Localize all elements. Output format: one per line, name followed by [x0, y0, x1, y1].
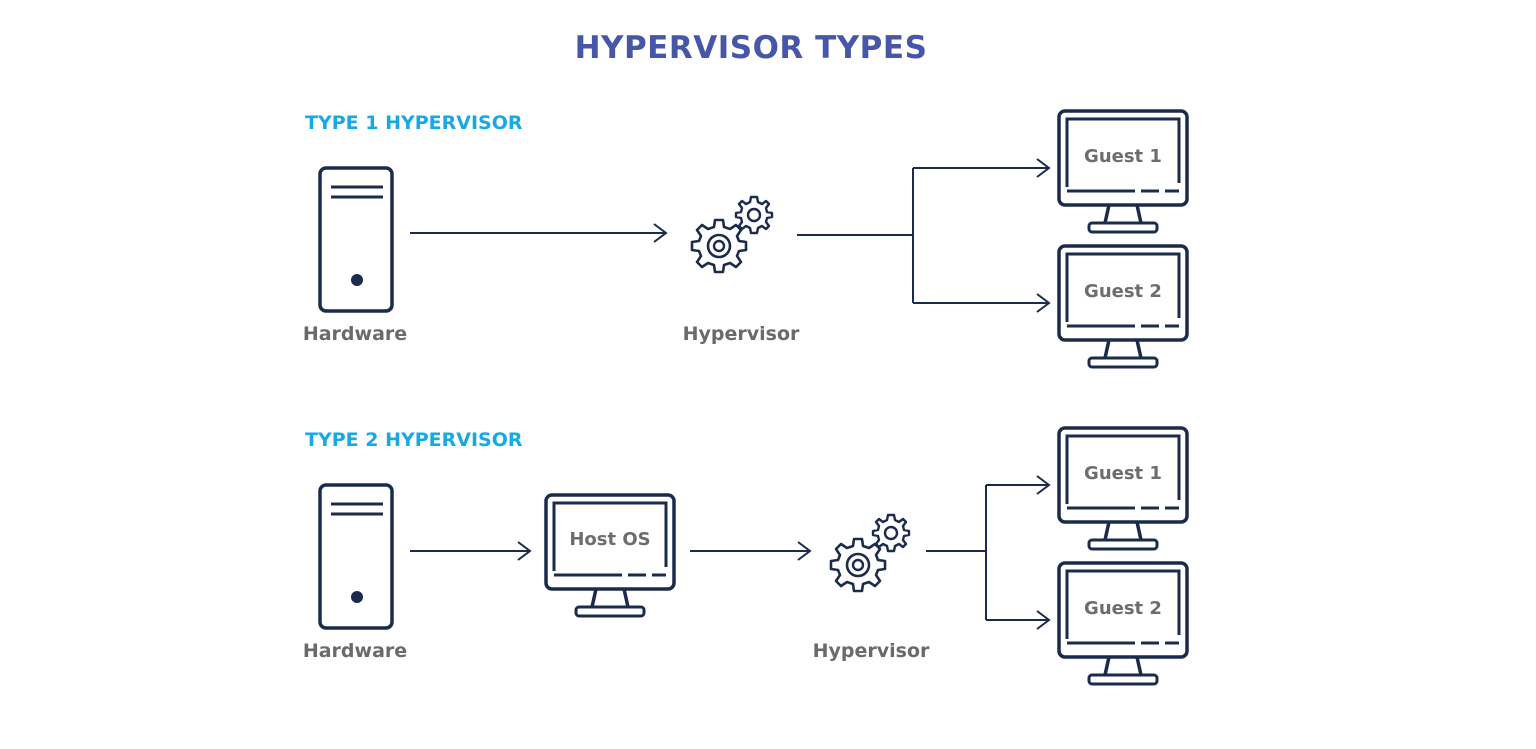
type1-branch-arrows [797, 158, 1051, 313]
type2-arrow-host-to-hypervisor [690, 541, 812, 561]
type1-heading: TYPE 1 HYPERVISOR [305, 112, 523, 134]
type1-arrow-hardware-to-hypervisor [410, 223, 668, 243]
type1-guest1-monitor-icon [1057, 109, 1189, 234]
type2-branch-arrows [926, 475, 1051, 630]
page-title: HYPERVISOR TYPES [574, 30, 928, 66]
type1-gears-icon [690, 195, 774, 274]
type2-guest1-monitor-icon [1057, 426, 1189, 551]
type1-hardware-label: Hardware [302, 323, 408, 345]
type2-guest2-label: Guest 2 [1084, 598, 1162, 619]
type2-heading: TYPE 2 HYPERVISOR [305, 429, 523, 451]
type2-hypervisor-label: Hypervisor [812, 640, 930, 662]
type2-hardware-label: Hardware [302, 640, 408, 662]
type1-guest1-label: Guest 1 [1084, 146, 1162, 167]
type1-guest2-label: Guest 2 [1084, 281, 1162, 302]
type2-host-os-label: Host OS [569, 529, 651, 550]
type2-guest1-label: Guest 1 [1084, 463, 1162, 484]
type1-hypervisor-label: Hypervisor [682, 323, 800, 345]
type2-server-tower-icon [318, 483, 394, 630]
type2-guest2-monitor-icon [1057, 561, 1189, 686]
type2-host-monitor-icon [544, 493, 676, 618]
type1-server-tower-icon [318, 166, 394, 313]
type1-guest2-monitor-icon [1057, 244, 1189, 369]
type2-arrow-hardware-to-host [410, 541, 532, 561]
type2-gears-icon [829, 513, 911, 593]
